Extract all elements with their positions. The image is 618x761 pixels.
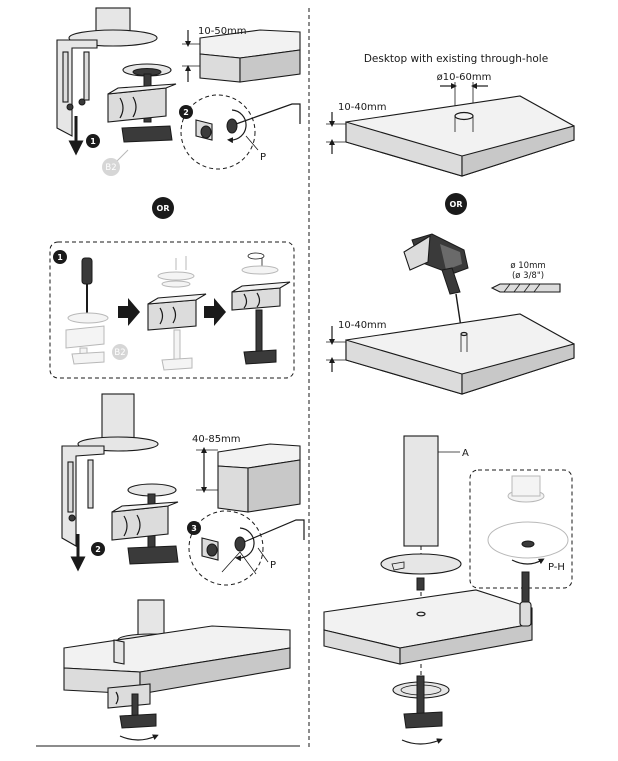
screwdriver	[521, 571, 530, 603]
part-label: A	[462, 448, 469, 459]
screwdriver	[81, 257, 93, 285]
or-badge-left: OR	[152, 197, 174, 219]
step-number: 1	[90, 137, 96, 146]
clamp-installed	[63, 599, 291, 741]
through-hole-option: Desktop with existing through-hole ø10-6…	[326, 53, 575, 177]
drill-size-label: ø 10mm	[510, 261, 545, 271]
part-label: P	[270, 560, 276, 571]
dimension-label: 40-85mm	[192, 434, 241, 445]
dimension-label: 10-40mm	[338, 102, 387, 113]
dimension-label: ø10-60mm	[437, 72, 492, 83]
detail-callout	[188, 510, 264, 586]
clamp-knob	[403, 711, 443, 729]
step-number: 3	[191, 524, 197, 533]
dimension-label: 10-40mm	[338, 320, 387, 331]
allen-key	[235, 103, 301, 125]
drill-icon	[403, 233, 469, 335]
inset-frame	[49, 241, 295, 379]
or-label: OR	[450, 200, 463, 209]
conversion-inset: 1 B2	[49, 241, 295, 379]
step-number: 2	[183, 108, 189, 117]
drill-size-label: (ø 3/8")	[512, 271, 544, 281]
detail-inset	[469, 469, 573, 589]
clamp-knob	[127, 545, 179, 565]
step-number: 1	[57, 253, 63, 262]
grommet-install: A P-H	[323, 435, 573, 745]
clamp-install-large: 2 40-85mm 3 P	[61, 393, 305, 586]
clamp-knob	[121, 125, 173, 143]
part-label: B2	[114, 348, 125, 358]
step-arrow	[118, 298, 140, 326]
clamp-knob	[119, 713, 157, 729]
step-number: 2	[95, 545, 101, 554]
pole	[403, 435, 439, 547]
part-label: P-H	[548, 562, 565, 573]
dimension-label: 10-50mm	[198, 26, 247, 37]
part-label: P	[260, 152, 266, 163]
pole	[101, 393, 135, 445]
clamp-install-small: 1 B2 10-50mm 2 P	[56, 7, 301, 176]
step-badge	[86, 134, 100, 148]
step-arrow	[204, 298, 226, 326]
allen-key	[243, 519, 305, 543]
or-label: OR	[157, 204, 170, 213]
drill-bit-icon	[490, 283, 561, 293]
detail-callout	[180, 94, 256, 170]
pole	[137, 599, 165, 641]
section-caption: Desktop with existing through-hole	[364, 53, 548, 65]
part-label: B2	[105, 163, 116, 173]
drill-hole-option: ø 10mm (ø 3/8") 10-40mm	[326, 233, 575, 395]
or-badge-right: OR	[445, 193, 467, 215]
